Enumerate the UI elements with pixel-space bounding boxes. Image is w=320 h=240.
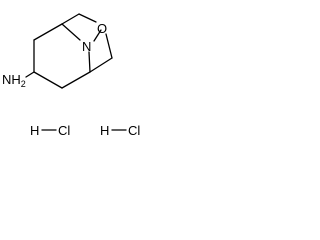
bond-c1-c6 xyxy=(61,13,80,25)
nitrogen-atom-label: N xyxy=(82,39,91,54)
bond-c3-amine xyxy=(25,71,35,78)
oxygen-atom-label: O xyxy=(97,21,107,36)
bond-c6-o xyxy=(78,13,97,23)
bond-c3-c4 xyxy=(33,71,63,89)
amine-label: NH2 xyxy=(2,72,26,89)
bond-c7-c5 xyxy=(89,57,113,73)
hcl-salt-2: H Cl xyxy=(100,123,140,138)
bond-o-c7 xyxy=(105,33,113,59)
hcl-2-chlorine-label: Cl xyxy=(128,123,140,138)
ring-bonds xyxy=(25,13,113,89)
bond-c1-n xyxy=(61,23,81,41)
bond-n-c5 xyxy=(88,51,91,73)
hcl-1-chlorine-label: Cl xyxy=(58,123,70,138)
chemical-structure: N O NH2 H Cl H Cl xyxy=(2,13,140,138)
bond-c1-c2 xyxy=(33,23,63,41)
hcl-salt-1: H Cl xyxy=(30,123,70,138)
bond-n-o xyxy=(93,29,102,42)
bond-c4-c5 xyxy=(61,71,91,89)
hcl-2-hydrogen-label: H xyxy=(100,123,109,138)
amine-label-subscript: 2 xyxy=(21,79,26,89)
amine-label-main: NH xyxy=(2,72,21,87)
hcl-1-hydrogen-label: H xyxy=(30,123,39,138)
